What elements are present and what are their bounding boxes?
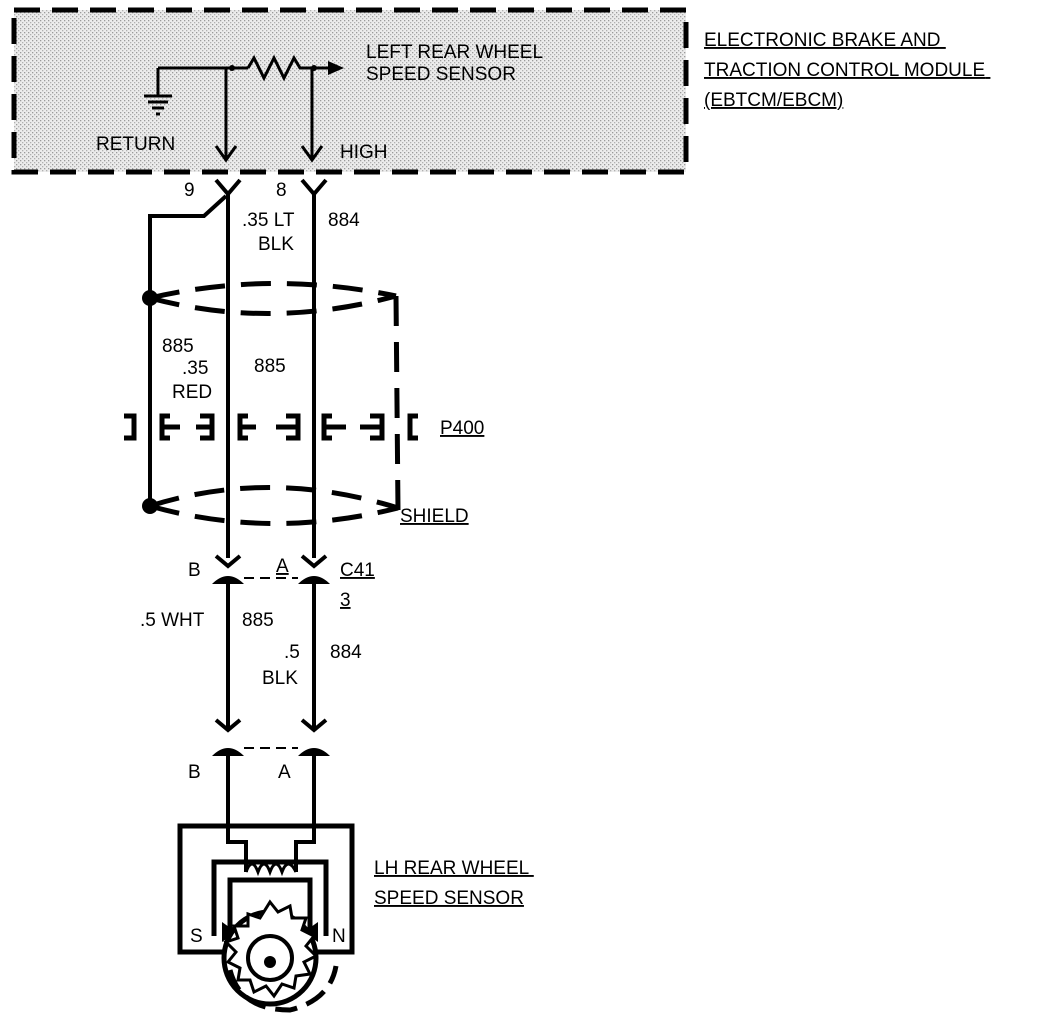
sensor-label-line: LH REAR WHEEL — [374, 858, 529, 879]
c41-terminal-b-bottom — [212, 576, 244, 584]
internal-label-line: LEFT REAR WHEEL — [366, 42, 542, 63]
module-title: ELECTRONIC BRAKE AND TRACTION CONTROL MO… — [704, 30, 990, 111]
upper-right-size: .35 LT BLK — [242, 210, 299, 255]
upper-left-size-line: RED — [172, 382, 212, 403]
upper-right-size-line: .35 LT — [242, 210, 295, 231]
lower-left-size: .5 WHT — [140, 610, 205, 631]
pole-n-label: N — [332, 926, 346, 947]
sensor-magnet-frame — [211, 859, 329, 936]
module-title-line: ELECTRONIC BRAKE AND — [704, 30, 941, 51]
lower-left-circuit: 885 — [242, 610, 274, 631]
c41-pin-b: B — [188, 560, 201, 581]
ebtcm-module: LEFT REAR WHEEL SPEED SENSOR RETURN HIGH — [11, 7, 689, 175]
module-box — [11, 7, 689, 175]
c41-sub-label: 3 — [340, 590, 351, 611]
shield-outline — [149, 281, 401, 526]
pole-s-label: S — [190, 926, 203, 947]
p400-connector — [124, 413, 418, 441]
c41-terminal-a-top — [300, 554, 328, 569]
sensor-label: LH REAR WHEEL SPEED SENSOR — [374, 858, 534, 909]
pole-triangle-s — [222, 922, 236, 942]
lower-right-size-line: .5 — [284, 642, 300, 663]
high-label: HIGH — [340, 142, 388, 163]
upper-left-size-line: .35 — [182, 358, 208, 379]
upper-left-circuit: 885 — [254, 356, 286, 377]
sensor-arrow-icon — [328, 61, 344, 75]
upper-left-size: .35 RED — [172, 358, 214, 403]
sensor-lead-a — [294, 754, 316, 872]
sensor-resistor-icon — [246, 54, 340, 82]
c41-label: C41 — [340, 560, 375, 581]
pin-9-terminal — [214, 178, 242, 198]
sensor-label-line: SPEED SENSOR — [374, 888, 524, 909]
sensor-lead-b — [226, 754, 248, 872]
upper-right-size-line: BLK — [258, 234, 294, 255]
pin-9-label: 9 — [184, 180, 195, 201]
module-title-line: (EBTCM/EBCM) — [704, 90, 843, 111]
lower-right-size-line: BLK — [262, 668, 298, 689]
reluctor-wheel-icon — [221, 899, 339, 1013]
sensor-inner-frame — [227, 877, 313, 930]
sensor-terminal-a-top — [300, 718, 328, 733]
c41-terminal-b-top — [214, 554, 242, 569]
high-lead — [300, 68, 324, 163]
drain-circuit: 885 — [162, 336, 194, 357]
p400-label: P400 — [440, 418, 484, 439]
return-lead — [214, 68, 238, 163]
c41-terminal-a-bottom — [298, 576, 330, 584]
internal-label-line: SPEED SENSOR — [366, 64, 516, 85]
internal-label: LEFT REAR WHEEL SPEED SENSOR — [366, 42, 548, 85]
junction-dot — [229, 65, 235, 71]
sensor-pin-b: B — [188, 762, 201, 783]
wheel-speed-sensor: S N — [177, 754, 355, 1013]
ground-icon — [144, 68, 172, 116]
lower-right-size: .5 BLK — [262, 642, 305, 689]
lower-right-circuit: 884 — [330, 642, 362, 663]
sensor-terminal-b-bottom — [212, 748, 244, 756]
c41-pin-a: A — [276, 556, 289, 577]
sensor-coil-icon — [244, 862, 298, 877]
drain-wire — [148, 194, 228, 506]
sensor-terminal-a-bottom — [298, 748, 330, 756]
pin-8-terminal — [300, 178, 328, 198]
return-label: RETURN — [96, 134, 175, 155]
upper-right-circuit: 884 — [328, 210, 360, 231]
shield-label: SHIELD — [400, 506, 469, 527]
module-title-line: TRACTION CONTROL MODULE — [704, 60, 985, 81]
sensor-terminal-b-top — [214, 718, 242, 733]
sensor-pin-a: A — [278, 762, 291, 783]
pin-8-label: 8 — [276, 180, 287, 201]
